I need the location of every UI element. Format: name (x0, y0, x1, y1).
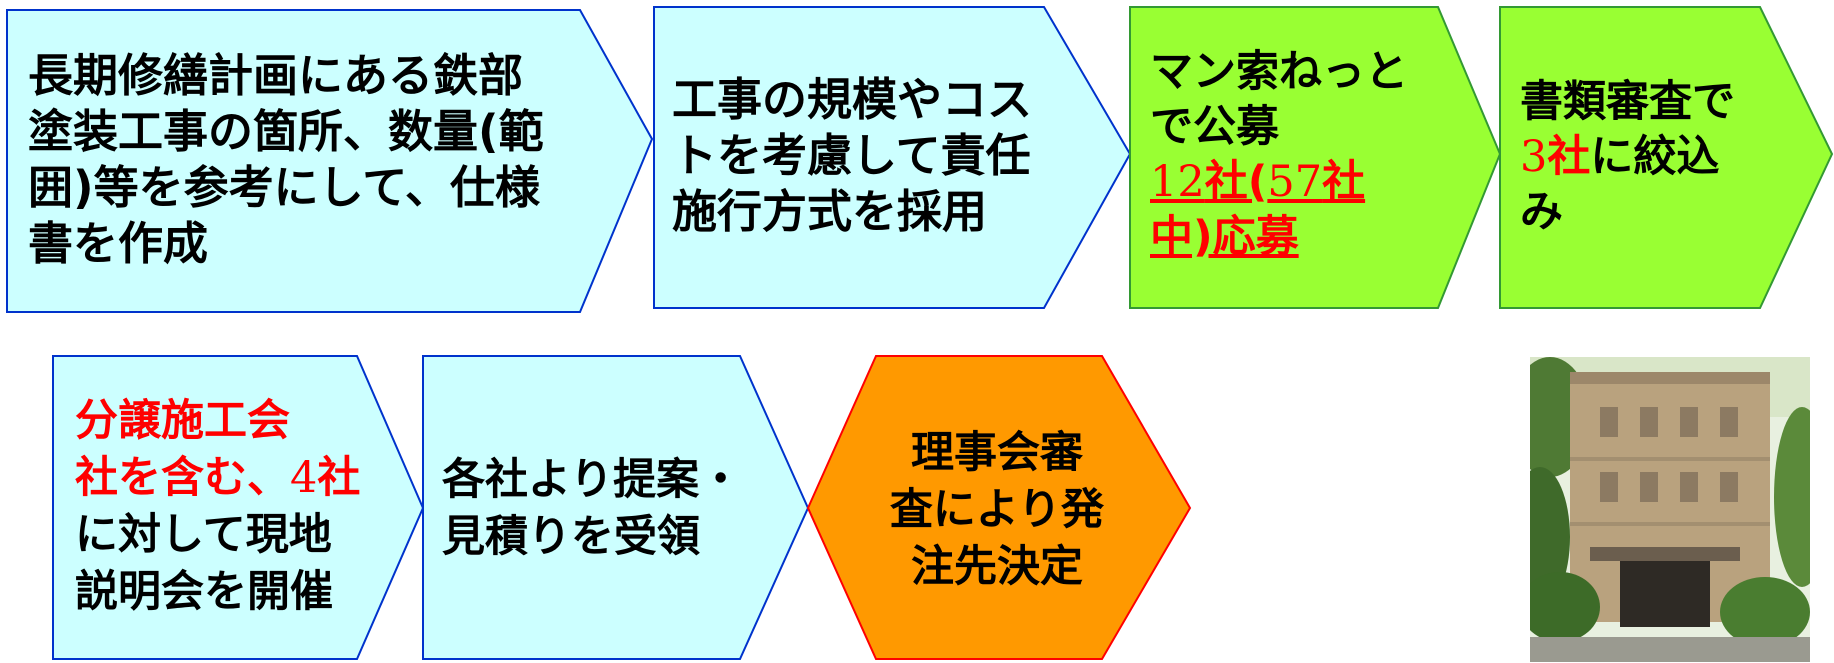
step-2-line-3: 施行方式を採用 (672, 185, 988, 238)
step-1-shape (6, 9, 654, 313)
step-3-total-count: 57 (1267, 157, 1323, 207)
step-4-text: 書類審査で 3社に絞込 み (1520, 75, 1735, 240)
step-3-applicant-count: 12 (1150, 157, 1205, 207)
step-2-line-2: トを考慮して責任 (672, 129, 1031, 182)
step-6-text: 各社より提案・ 見積りを受領 (442, 452, 742, 566)
step-6-line-1: 各社より提案・ (442, 455, 743, 505)
step-4-shortlist-count: 3 (1520, 132, 1548, 182)
step-7-text: 理事会審 査により発 注先決定 (872, 425, 1122, 596)
step-5-line-4: 説明会を開催 (75, 567, 333, 617)
step-3-shape (1129, 6, 1502, 309)
step-7-line-2: 査により発 (889, 485, 1105, 535)
step-5-line-3: に対して現地 (75, 510, 332, 560)
step-2-shape (653, 6, 1132, 309)
step-1-line-4: 書を作成 (28, 217, 209, 270)
step-4-line-3: み (1520, 187, 1563, 237)
step-4-line-2: 3社に絞込 (1520, 130, 1735, 185)
step-3-line-1: マン索ねっと (1150, 47, 1408, 97)
step-4-line-2-rest: に絞込 (1590, 132, 1720, 182)
building-photo (1530, 357, 1810, 662)
step-3-line-3-part-2: 社 (1322, 157, 1366, 207)
step-5-line-2-red-2: 社 (317, 453, 361, 503)
step-5-shape (52, 355, 425, 660)
step-1-line-3: 囲)等を参考にして、仕様 (28, 161, 540, 214)
step-3-line-2: で公募 (1150, 102, 1279, 152)
building-photo-image (1530, 357, 1810, 662)
step-4-line-2-red: 社 (1547, 132, 1591, 182)
step-3-text: マン索ねっと で公募 12社(57社 中)応募 (1150, 45, 1408, 265)
step-3-line-4: 中)応募 (1150, 212, 1299, 262)
step-2-text: 工事の規模やコス トを考慮して責任 施行方式を採用 (672, 72, 1032, 240)
step-7-shape (806, 355, 1192, 660)
step-5-company-count: 4 (290, 453, 318, 503)
step-5-line-2: 社を含む、4社 (75, 450, 360, 507)
step-6-shape (422, 355, 810, 660)
step-4-shape (1499, 6, 1834, 309)
step-6-line-2: 見積りを受領 (442, 512, 700, 562)
step-5-text: 分譲施工会 社を含む、4社 に対して現地 説明会を開催 (75, 393, 360, 621)
step-5-line-1: 分譲施工会 (75, 396, 290, 446)
step-1-line-2: 塗装工事の箇所、数量(範 (28, 105, 544, 158)
step-2-line-1: 工事の規模やコス (672, 73, 1033, 126)
step-7-line-3: 注先決定 (911, 542, 1083, 592)
step-3-line-3-part-1: 社( (1204, 157, 1268, 207)
step-1-line-1: 長期修繕計画にある鉄部 (28, 49, 524, 102)
step-3-line-3: 12社(57社 (1150, 155, 1408, 210)
step-4-line-1: 書類審査で (1520, 77, 1735, 127)
step-5-line-2-red: 社を含む、 (75, 453, 290, 503)
step-7-line-1: 理事会審 (911, 428, 1083, 478)
step-1-text: 長期修繕計画にある鉄部 塗装工事の箇所、数量(範 囲)等を参考にして、仕様 書を… (28, 48, 544, 272)
